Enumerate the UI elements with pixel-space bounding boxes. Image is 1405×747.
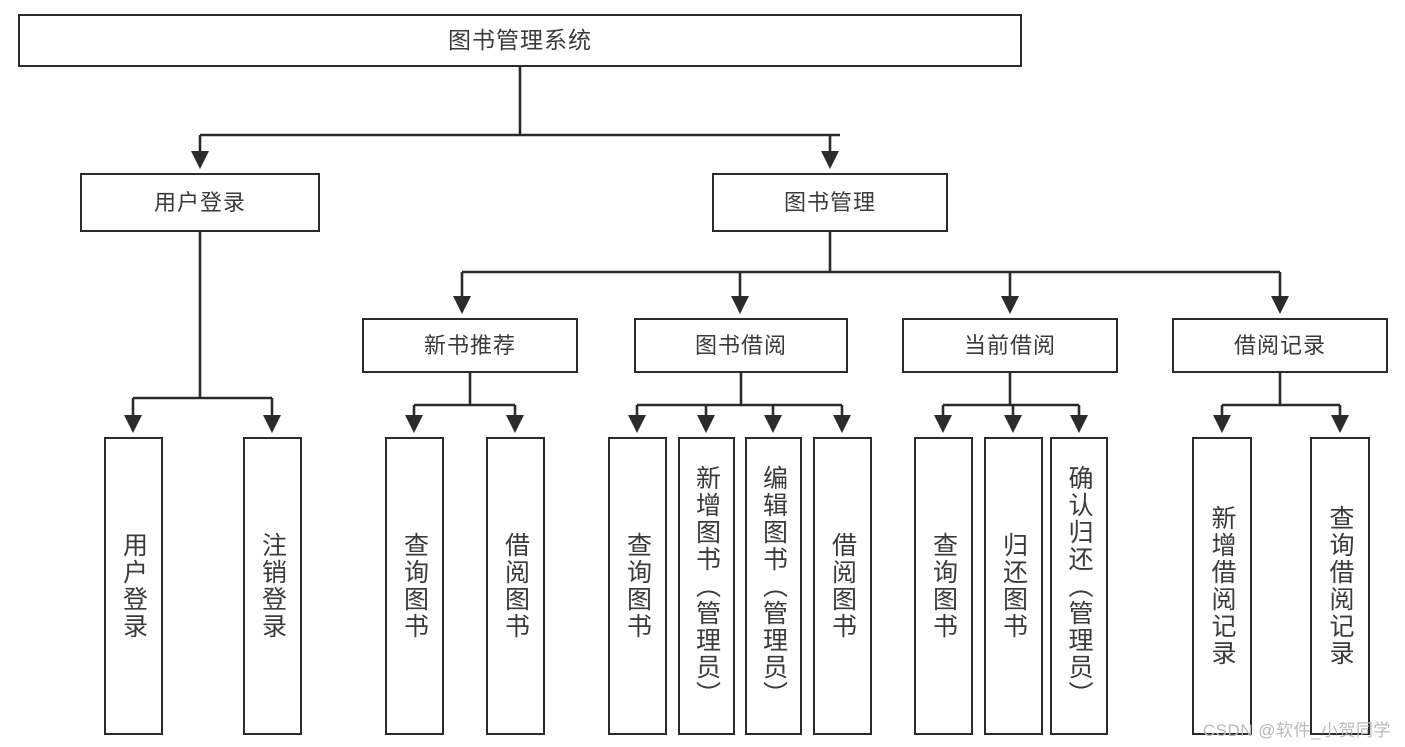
node-book-management[interactable]: 图书管理 <box>712 173 948 232</box>
node-root-system[interactable]: 图书管理系统 <box>18 14 1022 67</box>
node-book-borrow[interactable]: 图书借阅 <box>634 318 848 373</box>
leaf-book-borrow-query[interactable]: 查询图书 <box>608 437 667 735</box>
node-new-book-recommend[interactable]: 新书推荐 <box>362 318 578 373</box>
leaf-new-book-query[interactable]: 查询图书 <box>385 437 444 735</box>
leaf-book-borrow-add-admin[interactable]: 新增图书（管理员） <box>678 437 735 735</box>
leaf-user-login-logout[interactable]: 注销登录 <box>243 437 302 735</box>
node-user-login[interactable]: 用户登录 <box>80 173 320 232</box>
leaf-borrow-record-add[interactable]: 新增借阅记录 <box>1192 437 1252 735</box>
node-current-borrow[interactable]: 当前借阅 <box>902 318 1118 373</box>
node-borrow-record[interactable]: 借阅记录 <box>1172 318 1388 373</box>
leaf-current-borrow-return[interactable]: 归还图书 <box>984 437 1043 735</box>
leaf-user-login-login[interactable]: 用户登录 <box>104 437 163 735</box>
leaf-borrow-record-query[interactable]: 查询借阅记录 <box>1310 437 1370 735</box>
leaf-current-borrow-query[interactable]: 查询图书 <box>914 437 973 735</box>
leaf-book-borrow-borrow[interactable]: 借阅图书 <box>813 437 872 735</box>
leaf-current-borrow-confirm-admin[interactable]: 确认归还（管理员） <box>1050 437 1108 735</box>
leaf-new-book-borrow[interactable]: 借阅图书 <box>486 437 545 735</box>
csdn-watermark: CSDN @软件_小贺同学 <box>1202 721 1391 740</box>
leaf-book-borrow-edit-admin[interactable]: 编辑图书（管理员） <box>745 437 802 735</box>
